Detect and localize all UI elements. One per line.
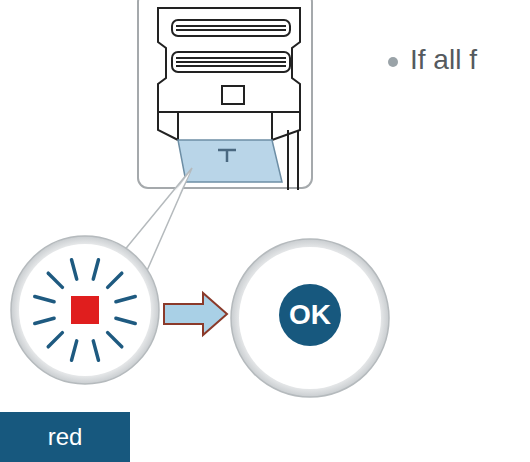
callout-bubble: red	[10, 235, 160, 385]
cartridge-drawing	[158, 8, 300, 190]
red-lamp	[71, 296, 99, 324]
t-symbol	[218, 150, 236, 162]
block-arrow	[164, 293, 227, 335]
blink-ray	[48, 333, 62, 347]
blink-ray	[93, 341, 98, 360]
blink-ray	[35, 318, 54, 323]
blink-ray	[93, 260, 98, 279]
view-frame	[138, 0, 312, 188]
blink-ray	[116, 297, 135, 302]
ring	[11, 236, 159, 384]
bubble-outline	[10, 235, 160, 385]
color-label: red	[0, 412, 130, 462]
blink-ray	[35, 297, 54, 302]
blink-ray	[108, 273, 122, 287]
indicator-window	[178, 140, 282, 182]
ring	[231, 239, 389, 397]
blink-ray	[72, 341, 77, 360]
ok-text: OK	[279, 284, 341, 346]
instruction-text: If all f	[410, 44, 477, 76]
blink-ray	[48, 273, 62, 287]
bullet-dot	[388, 57, 398, 67]
blink-ray	[116, 318, 135, 323]
blink-ray	[72, 260, 77, 279]
ok-button: OK	[230, 238, 390, 398]
ring-inner	[239, 247, 381, 389]
ok-disc	[279, 284, 341, 346]
blink-ray	[108, 333, 122, 347]
ring-inner	[19, 244, 151, 376]
